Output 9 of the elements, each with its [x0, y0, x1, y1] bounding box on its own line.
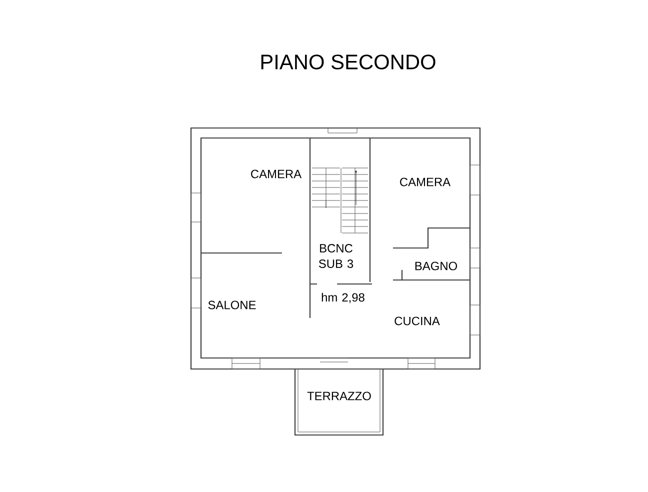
room-label: CUCINA: [394, 316, 440, 326]
room-label: BAGNO: [415, 262, 458, 270]
room-label: SALONE: [208, 300, 256, 310]
title: PIANO SECONDO: [261, 54, 436, 70]
room-label: TERRAZZO: [307, 392, 371, 400]
room-label: CAMERA: [251, 170, 302, 178]
room-label: hm 2,98: [322, 292, 364, 304]
room-label: CAMERA: [400, 178, 451, 186]
room-label: BCNC SUB 3: [318, 244, 354, 268]
